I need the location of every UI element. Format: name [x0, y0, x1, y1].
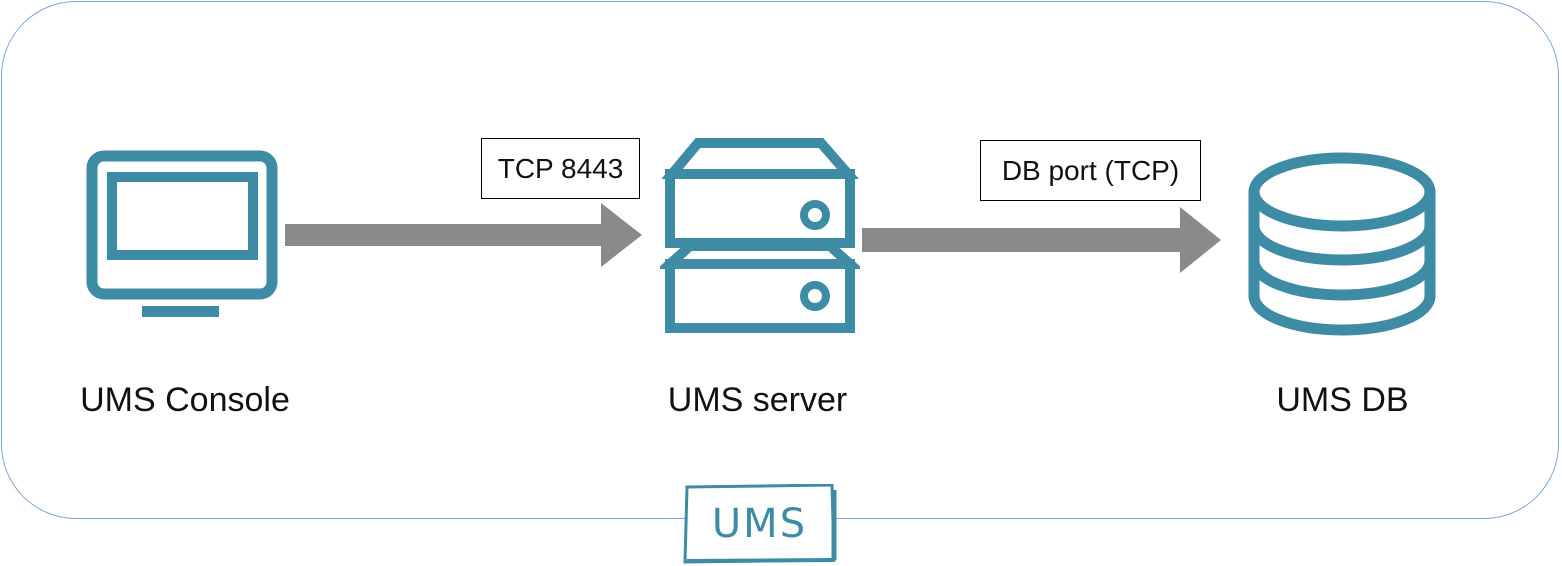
- console-label: UMS Console: [80, 381, 290, 419]
- port-label-tcp-8443: TCP 8443: [481, 138, 640, 199]
- database-icon: [1248, 152, 1436, 336]
- db-label: UMS DB: [1276, 381, 1409, 419]
- server-label: UMS server: [667, 381, 848, 419]
- port-label-db-port: DB port (TCP): [980, 140, 1201, 201]
- ums-badge-text: UMS: [711, 501, 808, 547]
- arrow-console-to-server: [285, 203, 642, 267]
- monitor-icon: [86, 150, 278, 317]
- arrow-server-to-db: [862, 207, 1221, 273]
- ums-badge: UMS: [682, 484, 837, 564]
- server-icon: [660, 138, 860, 333]
